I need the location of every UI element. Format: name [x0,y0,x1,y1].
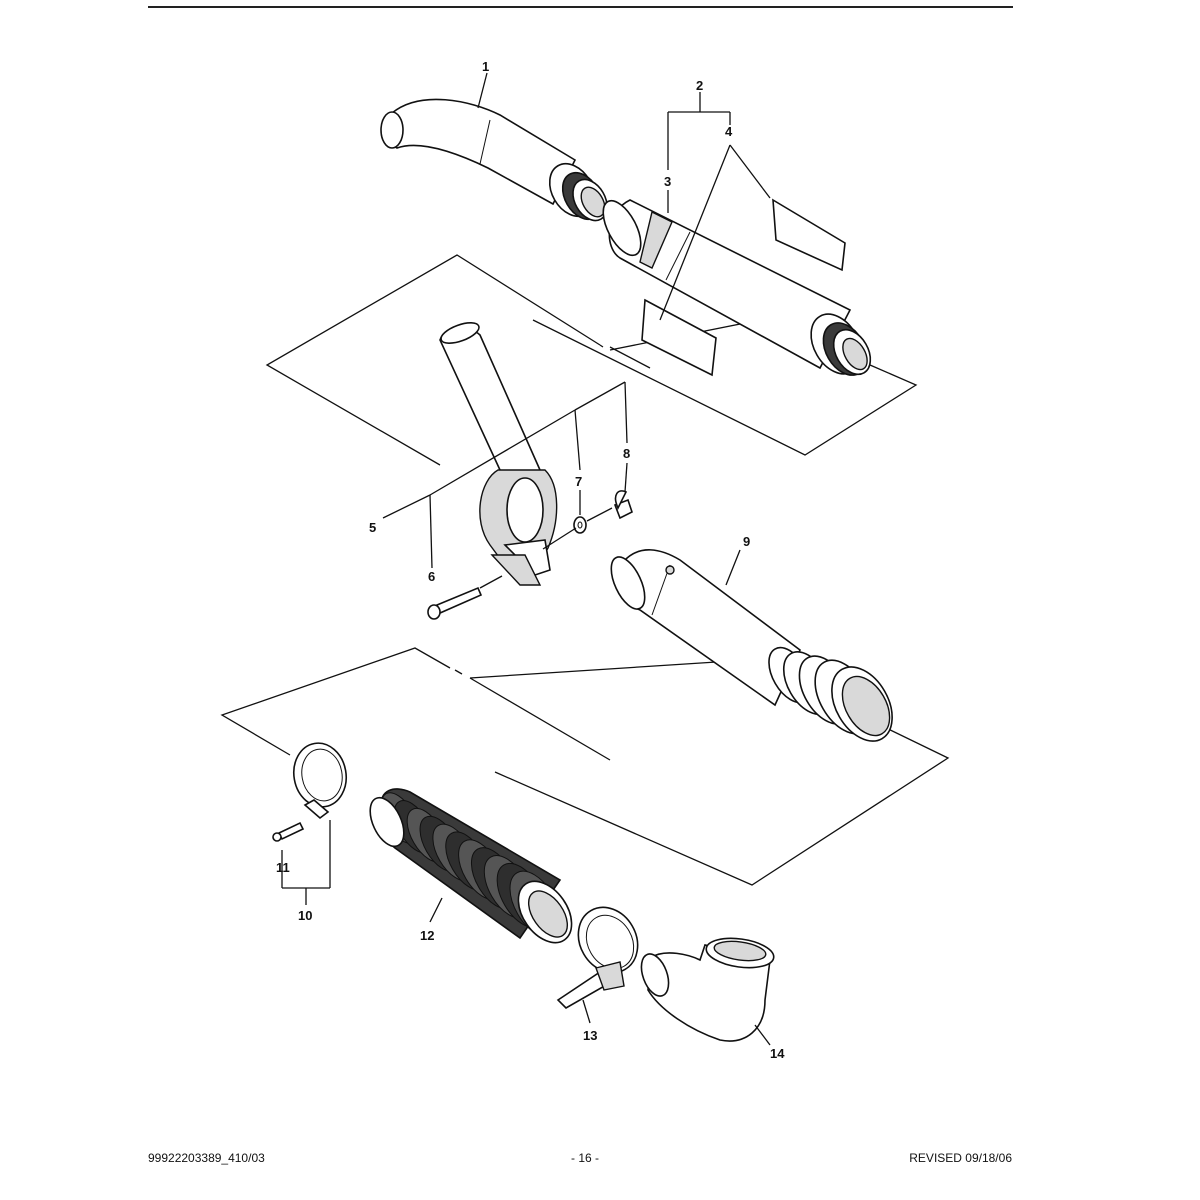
callout-6: 6 [428,569,435,584]
part-5-handle [439,322,558,586]
callout-9: 9 [743,534,750,549]
callout-numbers: 1 2 3 4 5 6 7 8 9 10 11 12 13 14 [276,59,785,1061]
top-rule [148,6,1013,8]
part-11-screw [272,821,305,842]
part-12-bellows [369,788,573,944]
callout-11: 11 [276,860,290,875]
callout-1: 1 [482,59,489,74]
part-8-wing-nut [613,490,633,520]
part-6-bolt [427,586,483,620]
part-3-straight-tube [602,199,872,376]
lower-assembly-frame [220,647,950,886]
callout-4: 4 [725,124,733,139]
part-9-tube [610,549,893,742]
callout-12: 12 [420,928,434,943]
part-13-hose-clamp [556,906,639,1009]
part-10-clamp [292,742,348,820]
footer-revised-date: REVISED 09/18/06 [909,1151,1012,1165]
callout-10: 10 [298,908,312,923]
callout-14: 14 [770,1046,785,1061]
callout-2: 2 [696,78,703,93]
footer-page-number: - 16 - [570,1151,599,1165]
callout-13: 13 [583,1028,597,1043]
callout-3: 3 [664,174,671,189]
callout-7: 7 [575,474,582,489]
callout-8: 8 [623,446,630,461]
part-7-washer [573,516,587,534]
callout-5: 5 [369,520,376,535]
part-1-curved-tube [380,98,608,222]
part-14-elbow [640,937,775,1042]
footer-part-number: 99922203389_410/03 [148,1151,265,1165]
leader-lines [281,72,771,1046]
